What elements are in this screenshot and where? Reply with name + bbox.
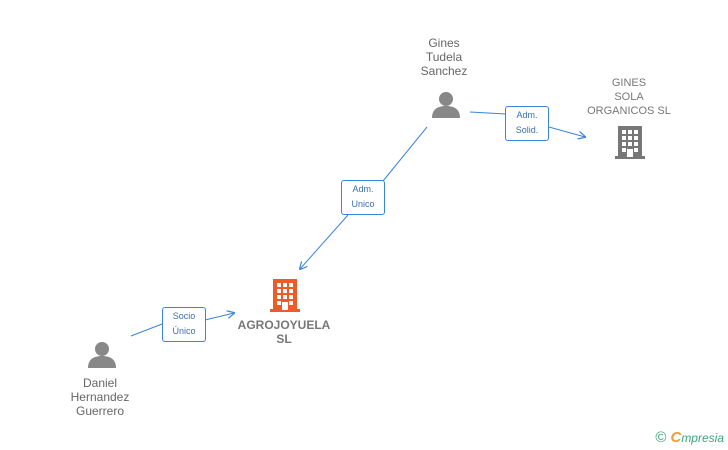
node-label-line: Hernandez — [70, 390, 130, 404]
node-label-line: Sanchez — [420, 64, 468, 78]
brand-e: C — [670, 429, 682, 446]
edge-line-gines-to-gines-sola — [469, 111, 507, 115]
edge-label-line: Adm. — [352, 184, 374, 194]
edge-label-adm-unico[interactable]: Adm. Unico — [341, 180, 385, 215]
edge-label-line: Socio — [172, 311, 196, 321]
node-label-agrojoyuela[interactable]: AGROJOYUELA SL — [226, 318, 342, 346]
edge-label-line: Solid. — [515, 125, 539, 135]
edge-label-line: Adm. — [516, 110, 538, 120]
node-label-line: Tudela — [425, 50, 463, 64]
node-label-gines-tudela-sanchez[interactable]: Gines Tudela Sanchez — [396, 36, 492, 78]
person-icon[interactable] — [88, 342, 116, 368]
building-icon[interactable] — [615, 126, 645, 159]
edge-label-line: Único — [172, 326, 196, 336]
edge-line-daniel-to-agrojoyuela — [130, 323, 163, 337]
edge-line-gines-to-gines-sola-arrow — [548, 126, 585, 137]
node-label-gines-sola-organicos[interactable]: GINES SOLA ORGANICOS SL — [574, 76, 684, 118]
node-label-line: Gines — [428, 36, 460, 50]
building-icon[interactable] — [270, 279, 300, 312]
edge-line-daniel-to-agrojoyuela-arrow — [204, 313, 234, 321]
empresia-logo: ©Cmpresia — [655, 429, 724, 446]
edge-line-gines-to-agrojoyuela-arrow — [300, 214, 349, 269]
edge-label-socio-unico[interactable]: Socio Único — [162, 307, 206, 342]
edge-label-line: Unico — [351, 199, 375, 209]
node-label-line: GINES — [611, 77, 647, 89]
node-label-line: Daniel — [82, 376, 118, 390]
node-label-line: SL — [276, 332, 292, 346]
node-label-daniel-hernandez-guerrero[interactable]: Daniel Hernandez Guerrero — [52, 376, 148, 418]
node-label-line: Guerrero — [75, 404, 125, 418]
copyright-icon: © — [655, 429, 667, 446]
node-label-line: ORGANICOS SL — [587, 105, 671, 117]
person-icon[interactable] — [432, 92, 460, 118]
edge-line-gines-to-agrojoyuela — [382, 126, 428, 182]
brand-rest: mpresia — [681, 431, 724, 445]
node-label-line: SOLA — [614, 91, 644, 103]
edge-label-adm-solid[interactable]: Adm. Solid. — [505, 106, 549, 141]
node-label-line: AGROJOYUELA — [237, 318, 331, 332]
